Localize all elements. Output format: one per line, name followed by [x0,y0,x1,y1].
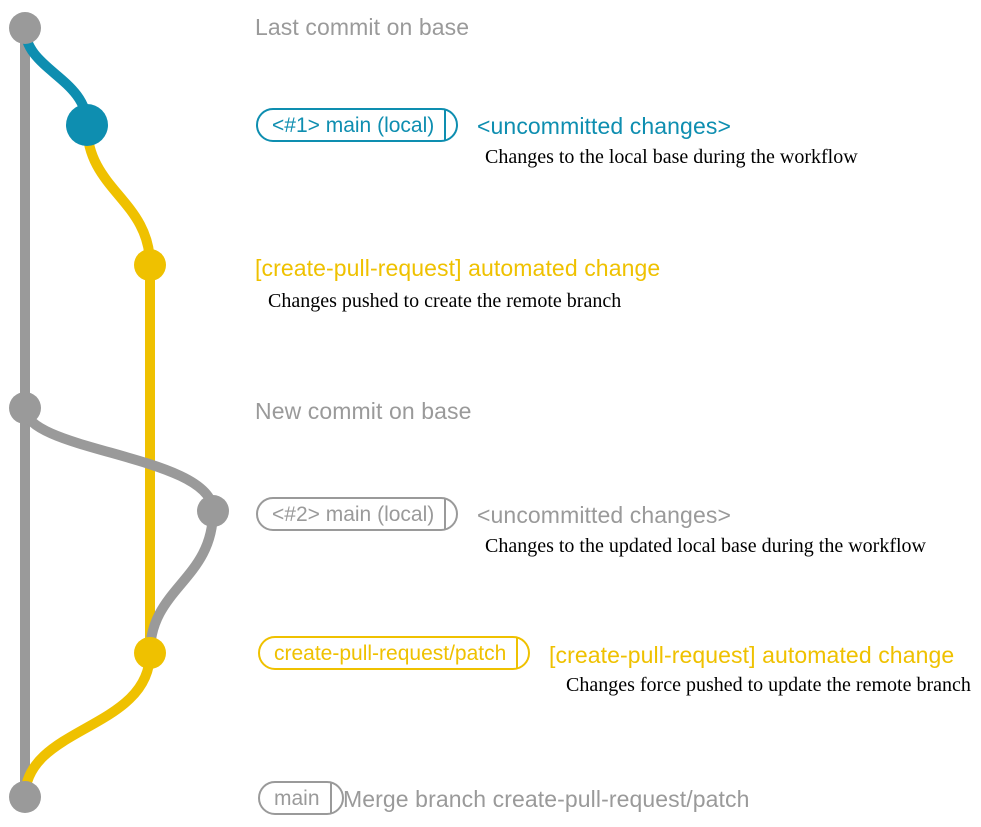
commit-subject-base-merge: Merge branch create-pull-request/patch [343,786,750,812]
commit-node-local-2 [197,495,229,527]
commit-note-patch-automated-2: Changes force pushed to update the remot… [566,674,971,696]
ref-pill-divider [329,783,332,813]
ref-pill-divider [516,638,519,668]
edge-local-1-to-patch-1 [82,120,155,270]
ref-pill-local-2[interactable]: <#2> main (local) [256,497,459,531]
commit-node-local-1 [66,104,108,146]
ref-pill-create-pull-request-patch-label: create-pull-request/patch [274,641,507,665]
commit-node-base-last [9,12,41,44]
commit-subject-patch-automated-2: [create-pull-request] automated change [549,642,955,668]
commit-node-base-new [9,392,41,424]
commit-subject-patch-automated-1: [create-pull-request] automated change [255,255,661,281]
commit-node-patch-2 [134,637,166,669]
ref-pill-main[interactable]: main [258,781,344,815]
commit-node-patch-1 [134,249,166,281]
commit-note-patch-automated-1: Changes pushed to create the remote bran… [268,290,622,312]
edge-local-2-to-patch-2 [145,506,218,658]
edge-patch-2-to-base-merge [20,648,155,802]
commit-note-local-uncommitted-1: Changes to the local base during the wor… [485,146,858,168]
commit-note-local-uncommitted-2: Changes to the updated local base during… [485,535,926,557]
commit-caption-last-commit-on-base: Last commit on base [255,14,470,40]
commit-subject-local-uncommitted-2: <uncommitted changes> [477,502,731,528]
commit-node-group [9,12,229,813]
ref-pill-local-1-label: <#1> main (local) [272,113,435,137]
edge-base-new-to-local-2 [20,403,218,516]
ref-pill-local-2-label: <#2> main (local) [272,502,435,526]
commit-caption-new-commit-on-base: New commit on base [255,398,472,424]
ref-pill-divider [444,110,447,140]
ref-pill-main-label: main [274,786,320,810]
ref-pill-local-1[interactable]: <#1> main (local) [256,108,459,142]
ref-pill-create-pull-request-patch[interactable]: create-pull-request/patch [258,636,531,670]
commit-subject-local-uncommitted-1: <uncommitted changes> [477,113,731,139]
commit-node-base-merge [9,781,41,813]
ref-pill-divider [444,499,447,529]
